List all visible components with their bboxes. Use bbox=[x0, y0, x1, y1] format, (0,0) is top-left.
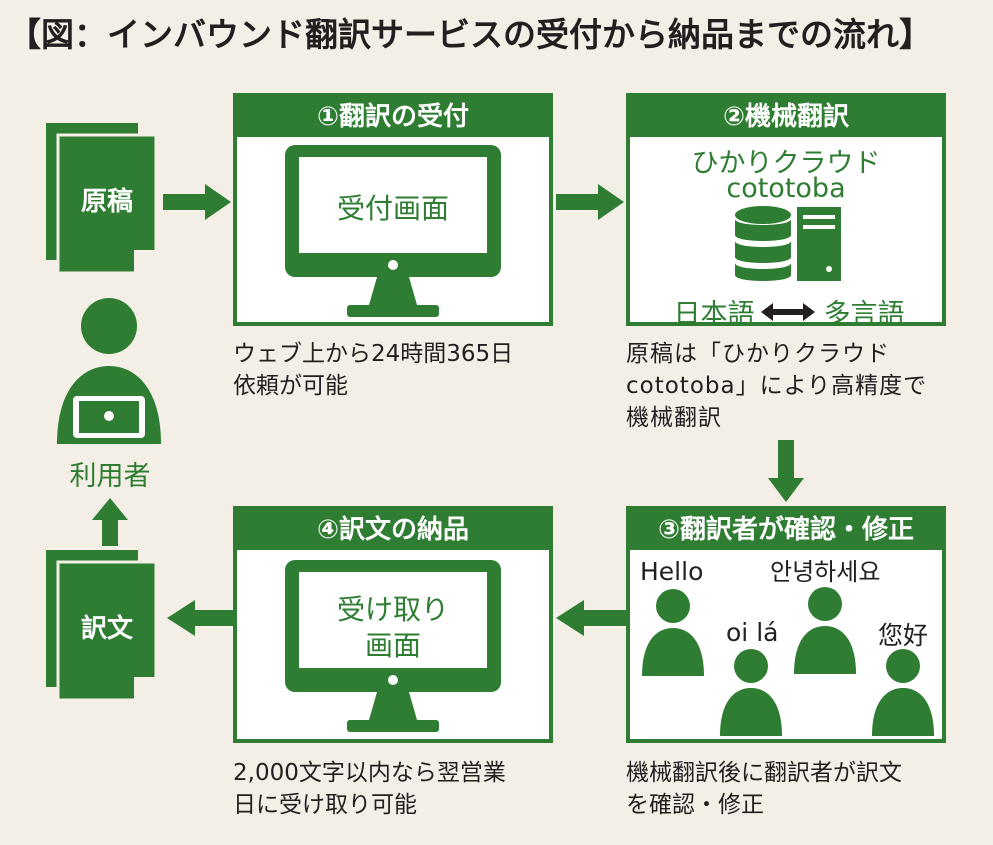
step1-reception-panel: ①翻訳の受付 受付画面 bbox=[233, 93, 553, 326]
diagram-title: 【図：インバウンド翻訳サービスの受付から納品までの流れ】 bbox=[8, 15, 932, 54]
translation-document: 訳文 bbox=[46, 550, 171, 702]
step2-header: ②機械翻訳 bbox=[630, 97, 942, 137]
service-name-line2: cototoba bbox=[726, 173, 846, 204]
step4-header: ④訳文の納品 bbox=[237, 510, 549, 550]
arrow-right-icon bbox=[163, 184, 231, 220]
greeting-chinese: 您好 bbox=[878, 621, 929, 650]
monitor-icon bbox=[285, 560, 501, 732]
arrow-left-icon bbox=[167, 600, 237, 636]
receipt-screen-label-line1: 受け取り bbox=[336, 593, 449, 626]
arrow-left-icon bbox=[556, 600, 626, 636]
service-name-line1: ひかりクラウド bbox=[691, 148, 881, 179]
translation-document-label: 訳文 bbox=[80, 614, 133, 644]
translator-person-icon bbox=[642, 589, 704, 676]
translator-person-icon bbox=[872, 649, 934, 736]
arrow-up-icon bbox=[92, 498, 128, 546]
step1-header: ①翻訳の受付 bbox=[237, 97, 549, 137]
source-document: 原稿 bbox=[46, 123, 171, 275]
greeting-english: Hello bbox=[640, 557, 704, 586]
step2-machine-translation-panel: ②機械翻訳 ひかりクラウド cototoba 日本語 多言語 bbox=[626, 93, 946, 330]
target-languages: 多言語 bbox=[823, 299, 905, 330]
monitor-icon bbox=[285, 145, 501, 317]
step1-caption: ウェブ上から24時間365日 依頼が可能 bbox=[233, 341, 514, 399]
arrow-down-icon bbox=[768, 440, 804, 502]
user-label: 利用者 bbox=[69, 461, 151, 492]
user-with-laptop-icon bbox=[57, 298, 161, 444]
receipt-screen-label-line2: 画面 bbox=[364, 629, 421, 662]
arrow-right-icon bbox=[556, 184, 624, 220]
step3-header: ③翻訳者が確認・修正 bbox=[630, 510, 942, 550]
source-language: 日本語 bbox=[673, 299, 755, 330]
user-figure bbox=[55, 298, 165, 448]
step3-caption: 機械翻訳後に翻訳者が訳文 を確認・修正 bbox=[626, 760, 902, 818]
translator-person-icon bbox=[720, 649, 782, 736]
step2-caption: 原稿は「ひかりクラウド cototoba」により高精度で 機械翻訳 bbox=[626, 341, 928, 431]
document-stack-icon bbox=[46, 123, 158, 275]
greeting-portuguese: oi lá bbox=[726, 618, 779, 647]
source-document-label: 原稿 bbox=[80, 187, 133, 217]
step4-caption: 2,000文字以内なら翌営業 日に受け取り可能 bbox=[233, 760, 506, 818]
database-server-icon bbox=[735, 206, 841, 281]
step4-delivery-panel: ④訳文の納品 受け取り 画面 bbox=[233, 506, 553, 743]
document-stack-icon bbox=[46, 550, 158, 702]
translator-person-icon bbox=[794, 587, 856, 674]
reception-screen-label: 受付画面 bbox=[336, 192, 449, 225]
step3-review-panel: ③翻訳者が確認・修正 Hello 안녕하세요 oi lá 您好 bbox=[626, 506, 946, 743]
greeting-korean: 안녕하세요 bbox=[770, 558, 881, 586]
double-arrow-icon bbox=[761, 303, 815, 321]
